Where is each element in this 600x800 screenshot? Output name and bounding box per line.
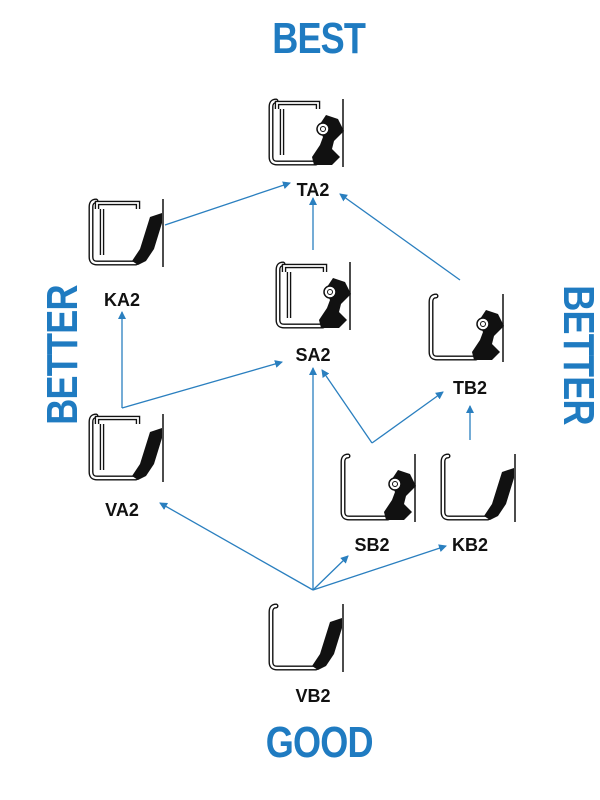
arrow-sb2-to-sa2 bbox=[321, 369, 373, 444]
seal-label-vb2: VB2 bbox=[295, 686, 330, 706]
arrow-vb2-to-va2 bbox=[159, 502, 314, 591]
arrow-va2-to-sa2 bbox=[121, 360, 283, 409]
title-best: BEST bbox=[272, 14, 366, 63]
seal-icon-va2: VA2 bbox=[88, 413, 164, 520]
seal-label-sa2: SA2 bbox=[295, 345, 330, 365]
seal-icon-kb2: KB2 bbox=[440, 453, 516, 555]
seal-icon-tb2: TB2 bbox=[428, 293, 504, 398]
seal-label-sb2: SB2 bbox=[354, 535, 389, 555]
seal-icon-ta2: TA2 bbox=[268, 98, 344, 200]
seal-icon-ka2: KA2 bbox=[88, 198, 164, 310]
seal-label-ka2: KA2 bbox=[104, 290, 140, 310]
seal-label-va2: VA2 bbox=[105, 500, 139, 520]
seal-label-tb2: TB2 bbox=[453, 378, 487, 398]
title-good: GOOD bbox=[265, 718, 374, 767]
seal-icon-sa2: SA2 bbox=[275, 261, 351, 365]
seal-icon-sb2: SB2 bbox=[340, 453, 416, 555]
seal-label-kb2: KB2 bbox=[452, 535, 488, 555]
arrow-sb2-to-tb2 bbox=[371, 391, 444, 444]
seal-label-ta2: TA2 bbox=[297, 180, 330, 200]
arrow-tb2-to-ta2 bbox=[339, 193, 461, 281]
arrow-vb2-to-kb2 bbox=[312, 544, 447, 591]
seal-icon-vb2: VB2 bbox=[268, 603, 344, 706]
arrow-ka2-to-ta2 bbox=[164, 181, 291, 226]
arrow-vb2-to-sb2 bbox=[312, 555, 349, 591]
